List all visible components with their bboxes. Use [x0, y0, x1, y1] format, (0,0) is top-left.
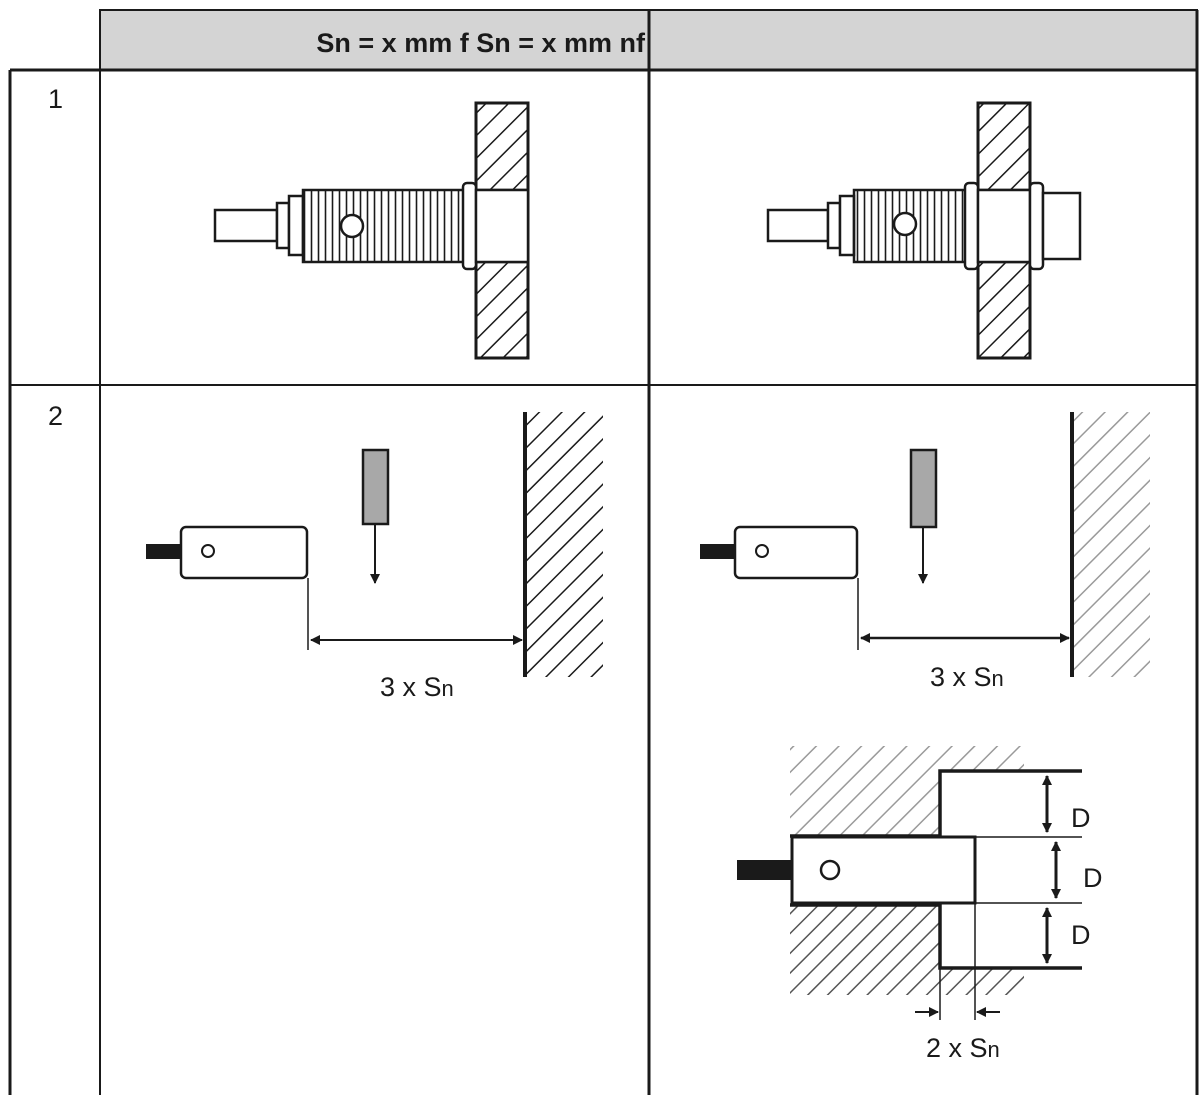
- material-lower: [790, 905, 1024, 995]
- led-indicator: [339, 213, 365, 239]
- label-d-bottom: D: [1071, 920, 1091, 950]
- header-cell-col1: [99, 9, 650, 71]
- block-sensor-nf: [733, 525, 859, 580]
- header-col1-label: Sn = x mm f Sn = x mm nf: [316, 28, 646, 58]
- distance-3sn-right: 3 x Sn: [700, 412, 1150, 692]
- label-2sn: 2 x Sn: [926, 1033, 1000, 1063]
- flush-sensor-illustration: [213, 101, 530, 360]
- led-indicator-nf: [892, 211, 918, 237]
- header-cell-col2: [648, 9, 1198, 71]
- table-grid: [8, 9, 1199, 1095]
- row-2-number: 2: [48, 401, 63, 431]
- wall-hatch: [525, 412, 603, 677]
- target-block: [361, 448, 390, 526]
- recessed-sensor: [790, 835, 977, 905]
- distance-3sn-left: 3 x Sn: [146, 412, 603, 702]
- label-d-top: D: [1071, 803, 1091, 833]
- sensor-led: [201, 544, 215, 558]
- recess-mounting-illustration: D D D 2 x Sn: [737, 746, 1103, 1063]
- wall-hatch-nf: [1072, 412, 1150, 677]
- row-1-number: 1: [48, 84, 63, 114]
- label-3sn-right: 3 x Sn: [930, 662, 1004, 692]
- label-d-middle: D: [1083, 863, 1103, 893]
- cable: [146, 544, 181, 559]
- block-sensor: [179, 525, 309, 580]
- cable-recess: [737, 860, 792, 880]
- recessed-sensor-led: [819, 859, 841, 881]
- material-upper: [790, 746, 1024, 836]
- label-3sn-left: 3 x Sn: [380, 672, 454, 702]
- cable-nf: [700, 544, 735, 559]
- nonflush-sensor-illustration: [766, 101, 1082, 360]
- target-block-nf: [909, 448, 938, 529]
- sensor-led-nf: [755, 544, 769, 558]
